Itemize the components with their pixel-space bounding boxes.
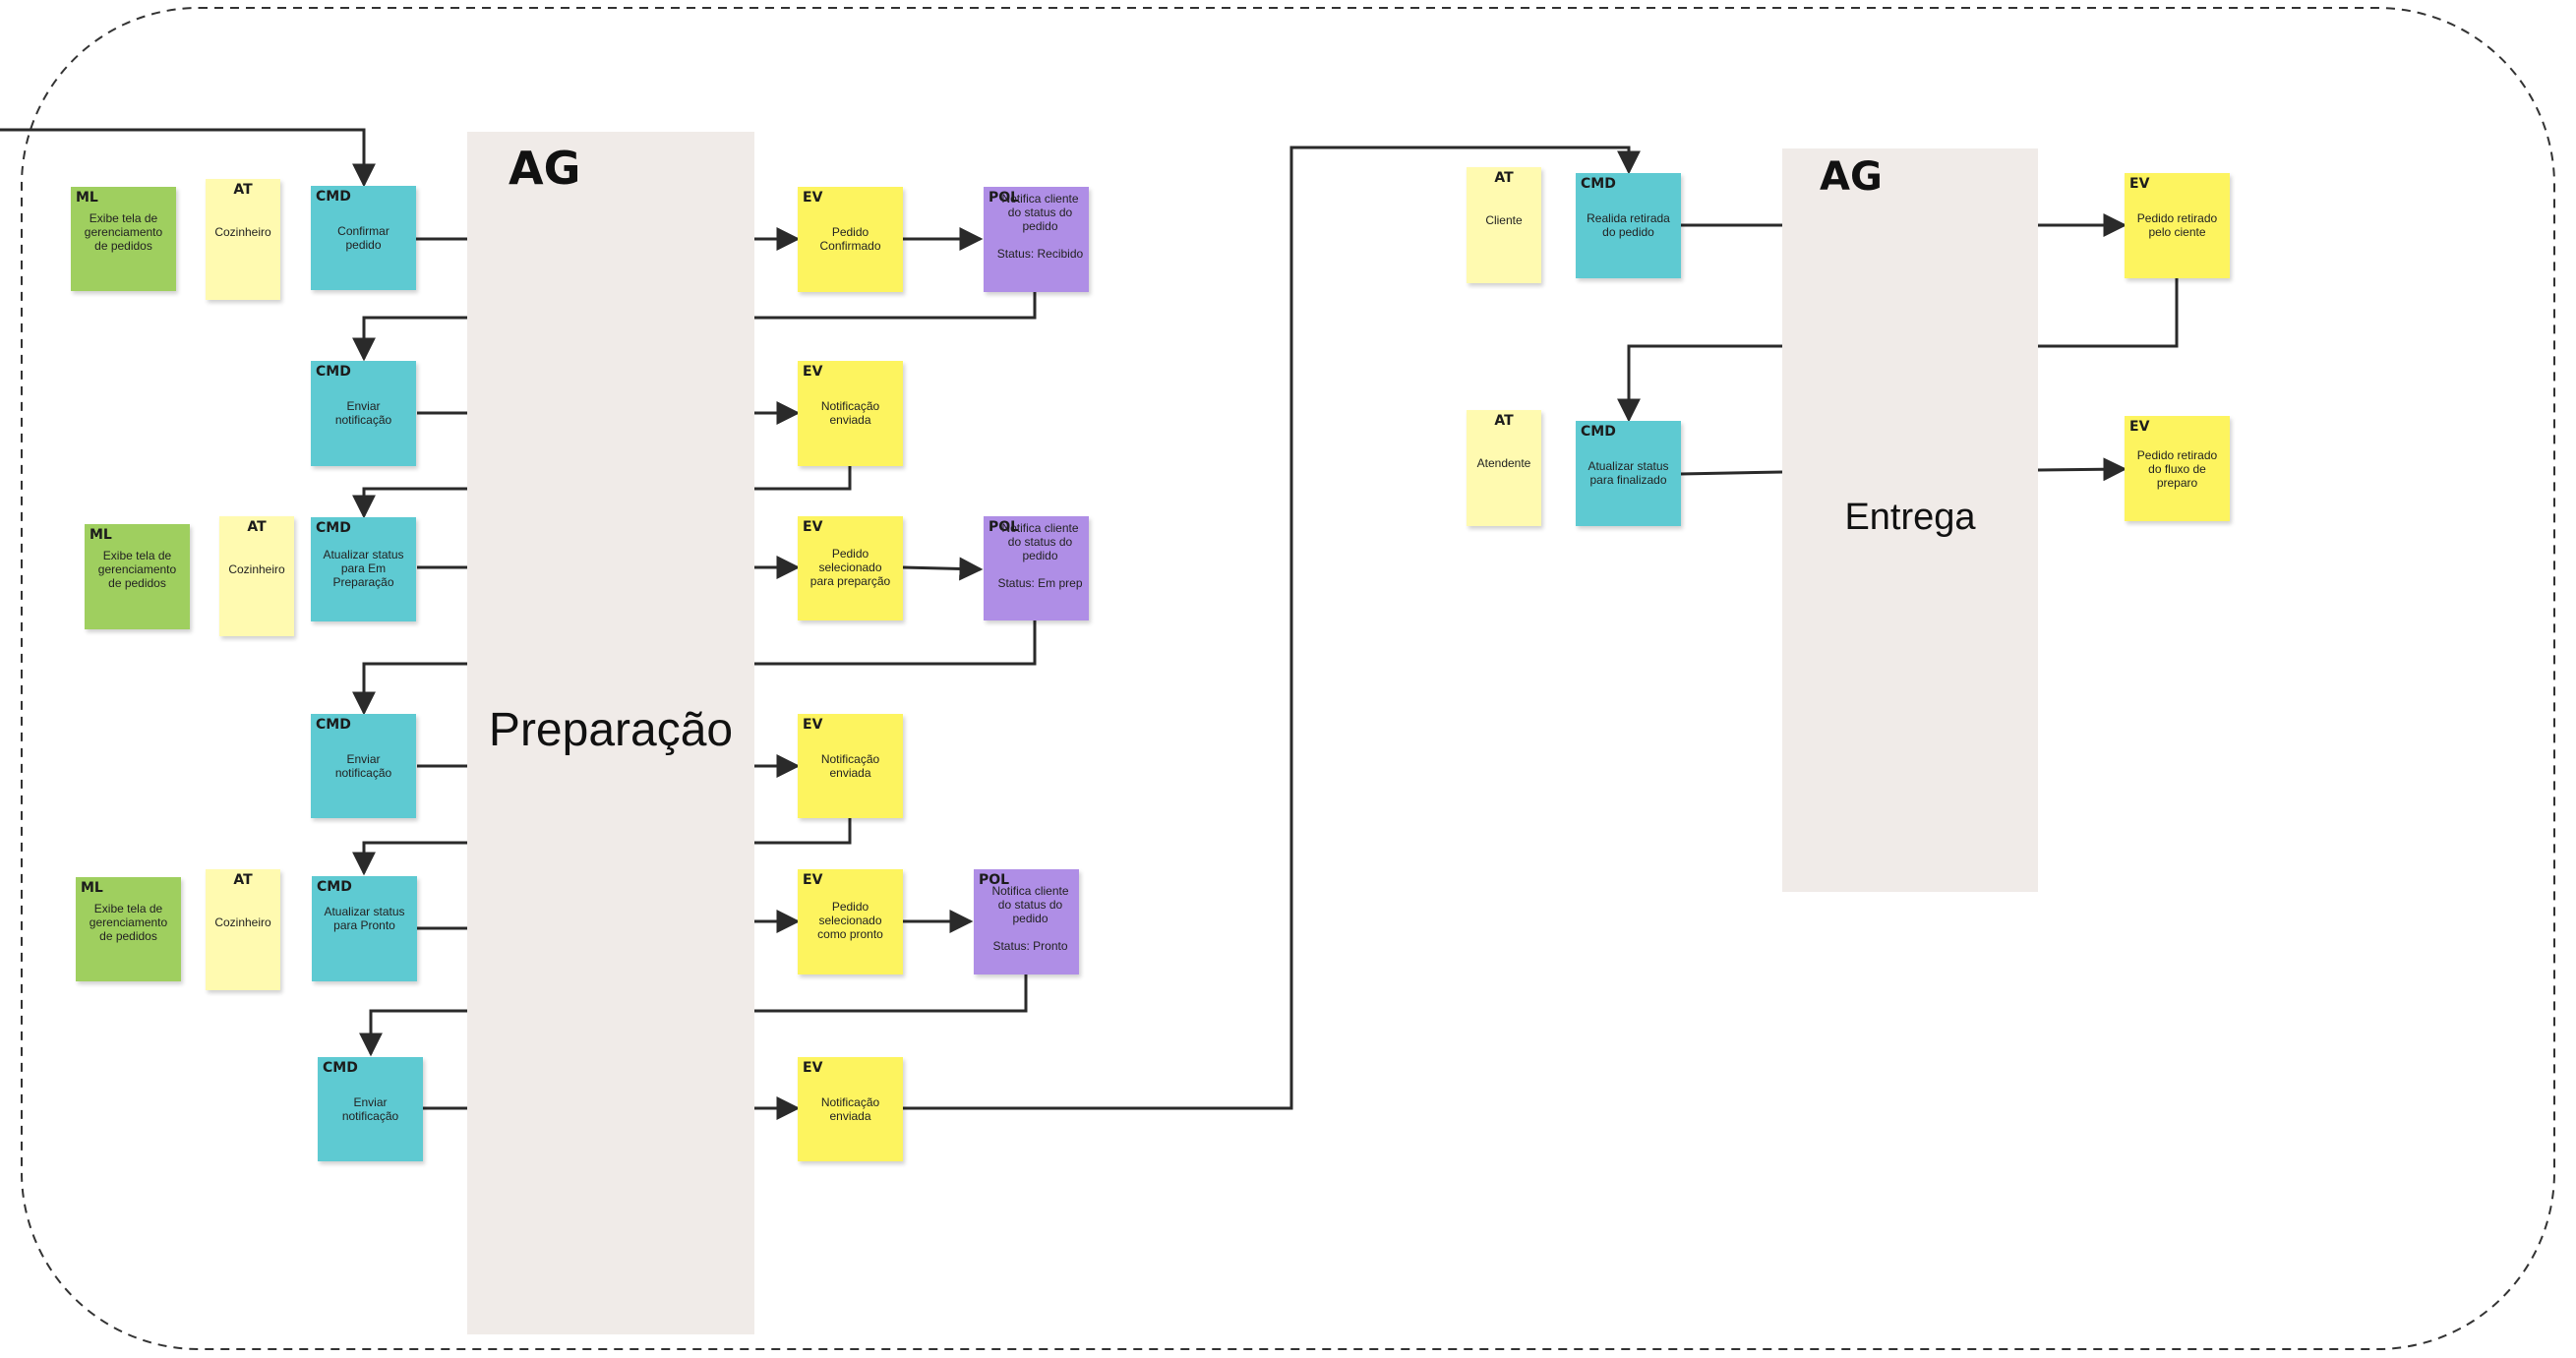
note-tag: CMD xyxy=(316,717,351,733)
note-text: Realida retirada do pedido xyxy=(1587,211,1670,239)
note-tag: AT xyxy=(247,519,267,535)
note-text: Atualizar status para finalizado xyxy=(1588,459,1669,487)
note-text: Confirmar pedido xyxy=(337,224,389,252)
note-text: Notifica cliente do status do pedido Sta… xyxy=(997,521,1083,590)
aggregate-name: Entrega xyxy=(1844,497,1976,538)
note-tag: CMD xyxy=(316,189,351,205)
sticky-read-model[interactable]: ML Exibe tela de gerenciamento de pedido… xyxy=(85,524,190,629)
sticky-policy[interactable]: POL Notifica cliente do status do pedido… xyxy=(974,869,1079,974)
sticky-event[interactable]: EV Pedido selecionado como pronto xyxy=(798,869,903,974)
note-text: Exibe tela de gerenciamento de pedidos xyxy=(97,549,177,590)
note-tag: EV xyxy=(803,717,823,733)
sticky-event[interactable]: EV Notificação enviada xyxy=(798,1057,903,1161)
sticky-command[interactable]: CMD Realida retirada do pedido xyxy=(1576,173,1681,278)
note-tag: ML xyxy=(81,880,103,896)
note-tag: ML xyxy=(76,190,98,206)
connector-ag-ev8 xyxy=(2037,457,2127,482)
note-text: Atendente xyxy=(1476,456,1531,470)
sticky-event[interactable]: EV Notificação enviada xyxy=(798,714,903,818)
note-text: Pedido Confirmado xyxy=(819,225,881,253)
sticky-actor[interactable]: AT Atendente xyxy=(1467,410,1541,526)
aggregate-tag: AG xyxy=(1820,154,1883,200)
connector-ev3-pol2 xyxy=(902,557,984,581)
sticky-policy[interactable]: POL Notifica cliente do status do pedido… xyxy=(984,516,1089,620)
sticky-command[interactable]: CMD Atualizar status para Em Preparação xyxy=(311,517,416,621)
sticky-command[interactable]: CMD Enviar notificação xyxy=(311,714,416,818)
note-text: Notificação enviada xyxy=(820,752,880,780)
note-tag: AT xyxy=(233,182,253,198)
note-tag: AT xyxy=(1494,170,1514,186)
note-tag: EV xyxy=(803,190,823,206)
sticky-actor[interactable]: AT Cliente xyxy=(1467,167,1541,283)
sticky-command[interactable]: CMD Enviar notificação xyxy=(318,1057,423,1161)
sticky-actor[interactable]: AT Cozinheiro xyxy=(206,869,280,990)
note-text: Notificação enviada xyxy=(820,1095,880,1123)
note-text: Pedido retirado do fluxo de preparo xyxy=(2136,448,2218,490)
sticky-event[interactable]: EV Pedido Confirmado xyxy=(798,187,903,292)
note-tag: EV xyxy=(803,519,823,535)
sticky-event[interactable]: EV Pedido retirado pelo ciente xyxy=(2125,173,2230,278)
connector-ag-cmd8 xyxy=(1617,344,1782,423)
sticky-read-model[interactable]: ML Exibe tela de gerenciamento de pedido… xyxy=(71,187,176,291)
note-text: Notifica cliente do status do pedido Sta… xyxy=(991,884,1069,953)
note-text: Enviar notificação xyxy=(334,399,392,427)
note-text: Atualizar status para Pronto xyxy=(324,905,405,932)
aggregate-preparacao[interactable]: AG Preparação xyxy=(467,132,754,1334)
note-tag: EV xyxy=(803,364,823,380)
sticky-read-model[interactable]: ML Exibe tela de gerenciamento de pedido… xyxy=(76,877,181,981)
sticky-event[interactable]: EV Notificação enviada xyxy=(798,361,903,466)
note-tag: CMD xyxy=(323,1060,358,1076)
note-text: Atualizar status para Em Preparação xyxy=(323,548,404,589)
note-text: Cliente xyxy=(1485,213,1523,227)
note-tag: POL xyxy=(988,519,1020,535)
note-text: Exibe tela de gerenciamento de pedidos xyxy=(84,211,163,253)
note-tag: POL xyxy=(988,190,1020,206)
sticky-policy[interactable]: POL Notifica cliente do status do pedido… xyxy=(984,187,1089,292)
sticky-actor[interactable]: AT Cozinheiro xyxy=(219,516,294,636)
note-tag: AT xyxy=(233,872,253,888)
note-text: Cozinheiro xyxy=(214,225,271,239)
sticky-command[interactable]: CMD Atualizar status para Pronto xyxy=(312,876,417,981)
sticky-command[interactable]: CMD Confirmar pedido xyxy=(311,186,416,290)
sticky-command[interactable]: CMD Enviar notificação xyxy=(311,361,416,466)
note-text: Pedido retirado pelo ciente xyxy=(2136,211,2218,239)
aggregate-tag: AG xyxy=(509,142,581,195)
note-text: Notificação enviada xyxy=(820,399,880,427)
connector-ev6-cmd7 xyxy=(903,146,1641,1110)
note-tag: EV xyxy=(803,872,823,888)
note-tag: ML xyxy=(90,527,112,543)
note-tag: CMD xyxy=(1581,424,1616,440)
note-text: Cozinheiro xyxy=(214,915,271,929)
sticky-event[interactable]: EV Pedido selecionado para preparção xyxy=(798,516,903,620)
sticky-actor[interactable]: AT Cozinheiro xyxy=(206,179,280,300)
note-text: Pedido selecionado como pronto xyxy=(817,900,883,941)
note-text: Pedido selecionado para preparção xyxy=(809,547,891,588)
note-tag: CMD xyxy=(317,879,352,895)
note-tag: CMD xyxy=(316,520,351,536)
connector-entry xyxy=(0,128,376,188)
note-tag: EV xyxy=(2129,419,2150,435)
note-tag: AT xyxy=(1494,413,1514,429)
sticky-command[interactable]: CMD Atualizar status para finalizado xyxy=(1576,421,1681,526)
note-tag: CMD xyxy=(1581,176,1616,192)
note-text: Cozinheiro xyxy=(228,562,285,576)
connector-ev7-ag xyxy=(2038,278,2179,348)
note-text: Notifica cliente do status do pedido Sta… xyxy=(996,192,1084,261)
sticky-event[interactable]: EV Pedido retirado do fluxo de preparo xyxy=(2125,416,2230,521)
aggregate-name: Preparação xyxy=(488,704,734,756)
note-text: Exibe tela de gerenciamento de pedidos xyxy=(89,902,168,943)
aggregate-entrega[interactable]: AG Entrega xyxy=(1782,148,2038,892)
note-tag: POL xyxy=(979,872,1010,888)
connector-cmd8-ag xyxy=(1679,470,1783,476)
note-tag: CMD xyxy=(316,364,351,380)
note-tag: EV xyxy=(2129,176,2150,192)
bounded-context-border xyxy=(21,7,2555,1350)
note-text: Enviar notificação xyxy=(341,1095,399,1123)
note-text: Enviar notificação xyxy=(334,752,392,780)
note-tag: EV xyxy=(803,1060,823,1076)
